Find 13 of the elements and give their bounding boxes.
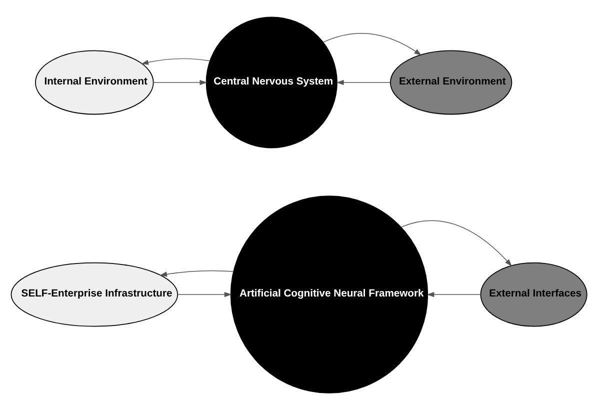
node-ellipse: External Interfaces: [480, 262, 588, 327]
arrow: [336, 80, 390, 86]
node-ellipse: Internal Environment: [35, 50, 154, 115]
node-ellipse: SELF-Enterprise Infrastructure: [10, 262, 178, 327]
arrow: [426, 292, 481, 298]
arrow: [160, 270, 234, 277]
arrow: [400, 220, 512, 266]
arrow: [323, 32, 422, 56]
node-circle: Artificial Cognitive Neural Framework: [230, 196, 428, 394]
arrow: [152, 80, 208, 86]
node-circle: Central Nervous System: [206, 16, 338, 148]
arrow: [141, 58, 210, 65]
arrow: [177, 292, 232, 298]
